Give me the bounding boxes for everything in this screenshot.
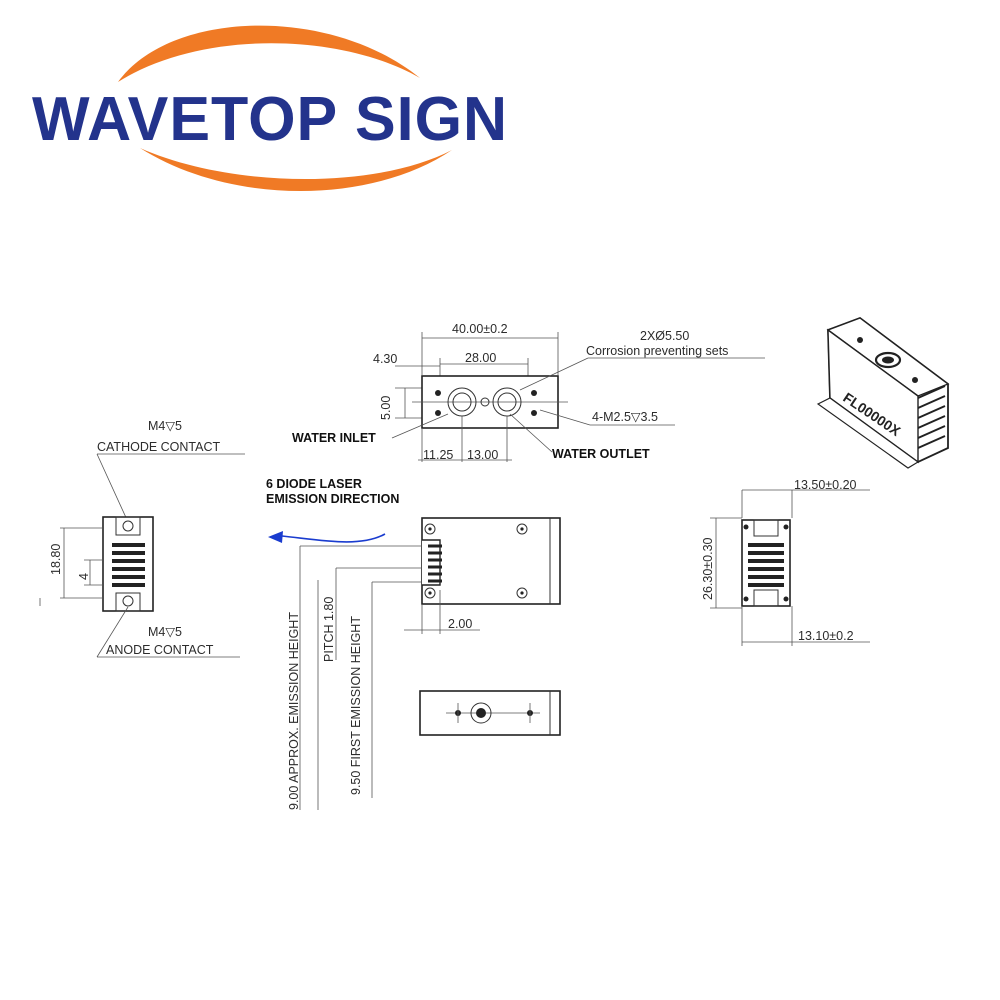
emission-direction-arrow <box>281 533 386 543</box>
dim-port-spacing: 13.00 <box>467 448 498 462</box>
anode-thread: M4▽5 <box>148 625 182 639</box>
label-water-inlet: WATER INLET <box>292 431 376 445</box>
dim-right-bottom-width: 13.10±0.2 <box>798 629 854 643</box>
side-view-body <box>421 517 561 605</box>
side-view: 6 DIODE LASER EMISSION DIRECTION 9.00 AP… <box>266 477 561 810</box>
dim-right-top-width: 13.50±0.20 <box>794 478 857 492</box>
dim-threads: 4-M2.5▽3.5 <box>592 410 658 424</box>
dim-holes: 2XØ5.50 <box>640 329 689 343</box>
top-view: 40.00±0.2 28.00 4.30 5.00 2XØ5.50 Corros… <box>292 322 765 462</box>
right-view: 13.50±0.20 26.30±0.30 13.10±0.2 <box>701 478 870 646</box>
logo-wordmark: WAVETOP SIGN <box>32 85 508 154</box>
dim-pitch: PITCH 1.80 <box>322 597 336 662</box>
dim-end-inner: 4 <box>77 573 91 580</box>
dim-edge-offset: 4.30 <box>373 352 397 366</box>
emission-title-line1: 6 DIODE LASER <box>266 477 362 491</box>
dim-right-height: 26.30±0.30 <box>701 537 715 600</box>
logo-swoosh-top <box>118 25 420 82</box>
note-corrosion-seals: Corrosion preventing sets <box>586 344 728 358</box>
dim-step: 2.00 <box>448 617 472 631</box>
dim-hole-spacing: 28.00 <box>465 351 496 365</box>
cathode-thread: M4▽5 <box>148 419 182 433</box>
anode-label: ANODE CONTACT <box>106 643 214 657</box>
dim-inlet-offset: 11.25 <box>423 448 453 462</box>
label-water-outlet: WATER OUTLET <box>552 447 650 461</box>
dim-first-height: 9.50 FIRST EMISSION HEIGHT <box>349 616 363 795</box>
dim-top-height: 5.00 <box>379 396 393 420</box>
dim-end-height: 18.80 <box>49 544 63 575</box>
brand-logo: WAVETOP SIGN <box>32 25 508 192</box>
end-view-body <box>102 516 154 612</box>
bottom-view <box>419 690 561 736</box>
cathode-label: CATHODE CONTACT <box>97 440 221 454</box>
emission-title-line2: EMISSION DIRECTION <box>266 492 399 506</box>
dim-approx-height: 9.00 APPROX. EMISSION HEIGHT <box>287 612 301 810</box>
iso-view: FL00000X <box>816 316 950 469</box>
end-view-left: M4▽5 CATHODE CONTACT 18.80 4 M4▽5 ANODE … <box>39 419 245 658</box>
dim-overall-width: 40.00±0.2 <box>452 322 508 336</box>
logo-swoosh-bottom <box>140 148 452 192</box>
